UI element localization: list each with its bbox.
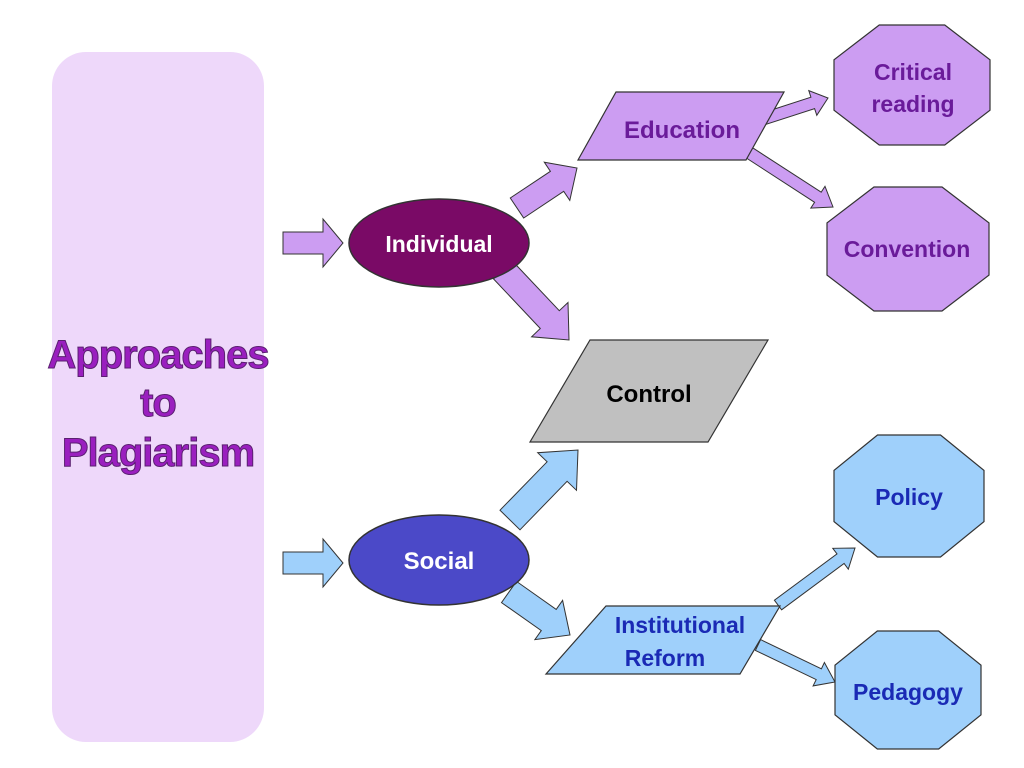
node-convention-label: Convention — [844, 236, 971, 262]
node-convention — [826, 186, 990, 312]
node-critical-reading — [833, 24, 991, 146]
node-institutional-reform-label-2: Reform — [625, 645, 706, 671]
node-education — [576, 91, 786, 161]
node-pedagogy-label: Pedagogy — [853, 679, 963, 705]
node-pedagogy — [834, 630, 982, 750]
title-line-1: Approaches — [47, 333, 268, 377]
node-individual-label: Individual — [385, 231, 492, 257]
node-control — [528, 339, 770, 443]
arrow-to-social — [282, 537, 344, 589]
diagram-title: Approaches to Plagiarism — [47, 333, 270, 476]
node-individual — [348, 198, 530, 288]
arrow-institutional-reform-to-pedagogy — [754, 638, 836, 687]
node-social-label: Social — [404, 548, 475, 575]
arrow-to-individual — [282, 217, 344, 269]
connector-arrows — [282, 89, 856, 687]
node-education-label: Education — [624, 117, 740, 144]
node-social — [348, 514, 530, 606]
title-line-3: Plagiarism — [62, 431, 254, 475]
arrow-institutional-reform-to-policy — [773, 547, 856, 611]
arrow-education-to-convention — [741, 144, 834, 209]
arrow-social-to-institutional-reform — [500, 580, 571, 641]
node-institutional-reform — [544, 605, 782, 675]
node-control-label: Control — [606, 381, 691, 408]
arrow-individual-to-control — [492, 260, 570, 341]
node-policy-label: Policy — [875, 484, 943, 510]
arrow-social-to-control — [499, 449, 579, 531]
arrow-individual-to-education — [509, 161, 578, 219]
node-policy — [833, 434, 985, 558]
node-critical-reading-label-1: Critical — [874, 59, 952, 85]
node-institutional-reform-label-1: Institutional — [615, 612, 745, 638]
node-critical-reading-label-2: reading — [871, 91, 954, 117]
title-panel — [52, 52, 264, 742]
title-line-2: to — [140, 381, 176, 425]
